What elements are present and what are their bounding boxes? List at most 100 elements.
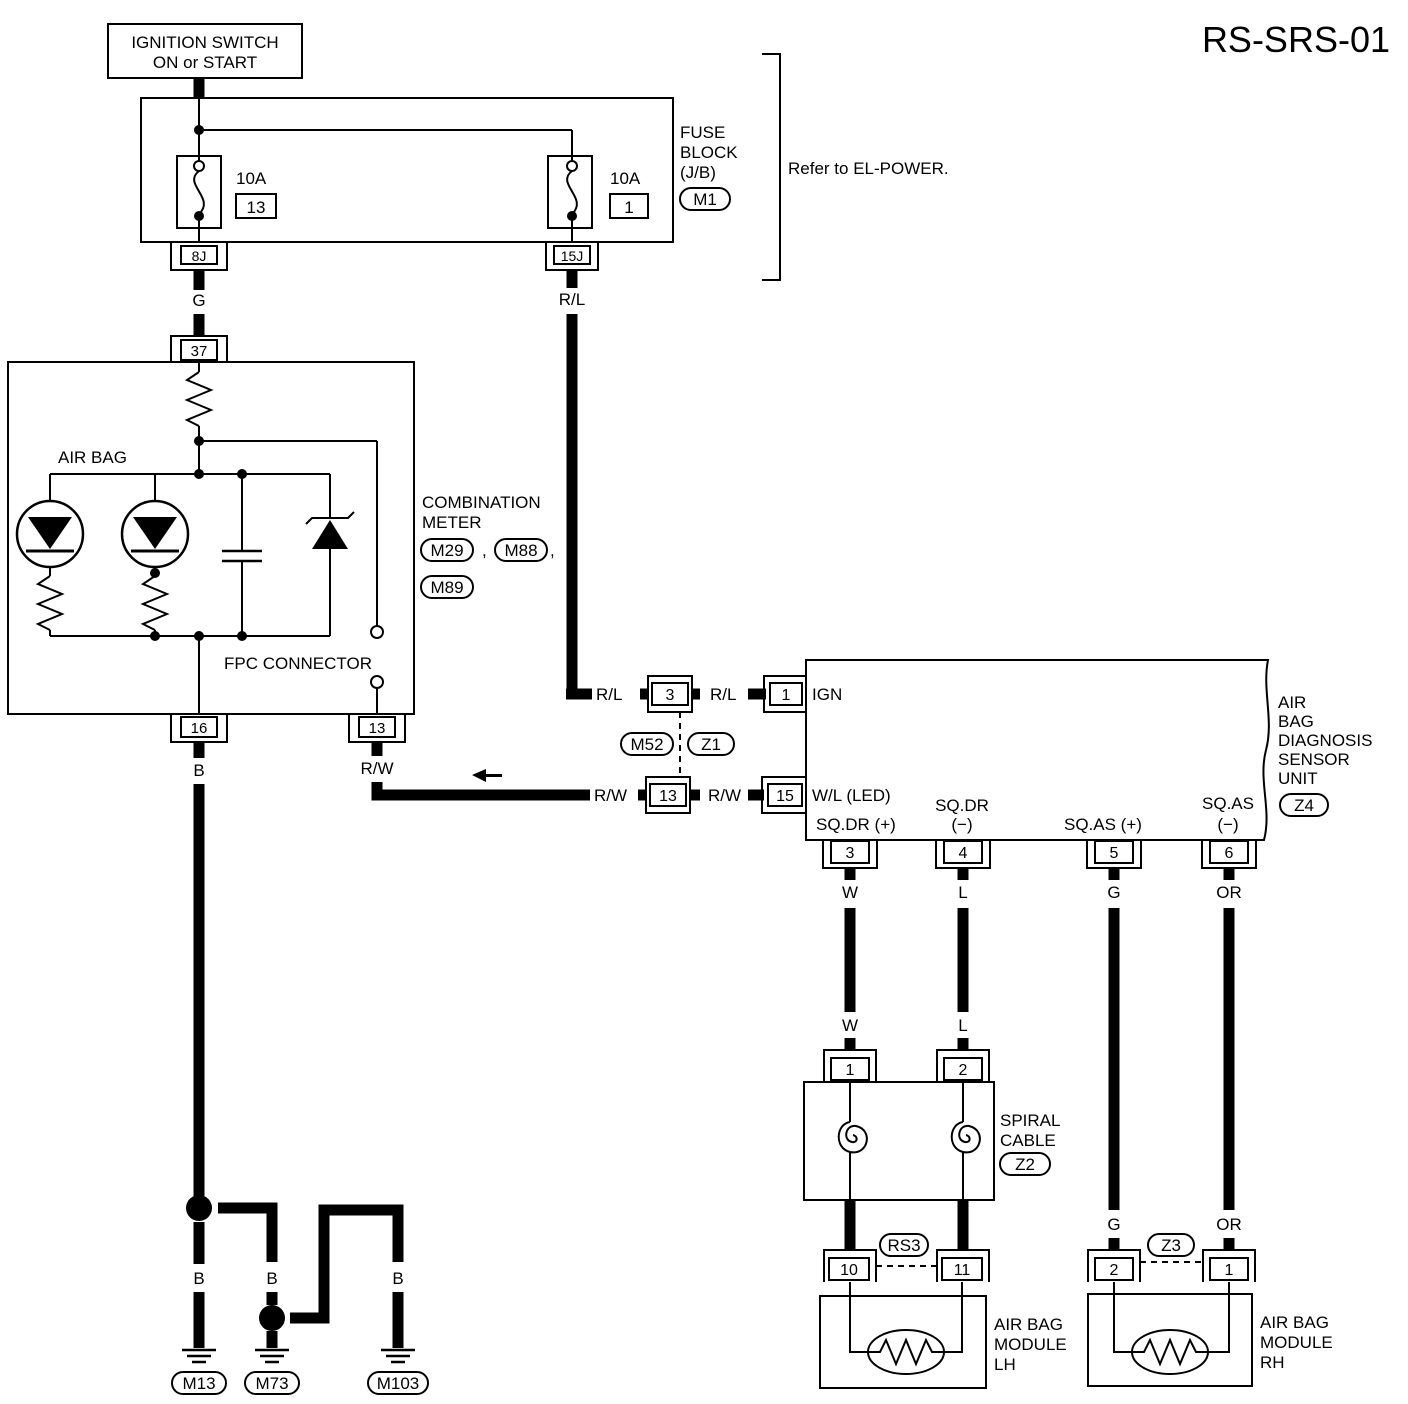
fuse-block-connector-oval bbox=[679, 187, 731, 211]
module-lh-label-1: AIR BAG bbox=[994, 1315, 1063, 1334]
wire-w-top: W bbox=[842, 883, 858, 902]
ground-m103: M103 bbox=[377, 1374, 420, 1393]
connector-z1-oval bbox=[687, 732, 735, 756]
sensor-pin-5: 5 bbox=[1086, 840, 1142, 869]
terminal-sq-as-neg-label-1: SQ.AS bbox=[1202, 794, 1254, 813]
spiral-cable-label-1: SPIRAL bbox=[1000, 1111, 1060, 1130]
sensor-pin-3-number: 3 bbox=[846, 845, 855, 862]
air-bag-module-lh bbox=[819, 1282, 987, 1389]
wire-w-bottom: W bbox=[842, 1016, 858, 1035]
terminal-led-label: W/L (LED) bbox=[812, 786, 891, 805]
fuse-left bbox=[176, 155, 222, 242]
spiral-cable-connector-oval bbox=[999, 1152, 1051, 1176]
spiral-pin-2: 2 bbox=[936, 1049, 990, 1082]
ignition-switch-label-line2: ON or START bbox=[153, 53, 257, 72]
ground-m13-oval bbox=[171, 1371, 227, 1395]
wire-or-bottom: OR bbox=[1216, 1215, 1242, 1234]
sensor-pin-ign-number: 1 bbox=[782, 687, 791, 704]
sensor-pin-led: 15 bbox=[761, 776, 806, 814]
module-rh-label-3: RH bbox=[1260, 1353, 1285, 1372]
wire-rw-meter: R/W bbox=[360, 759, 393, 778]
wire-g-as-bottom: G bbox=[1107, 1215, 1120, 1234]
combination-meter bbox=[7, 361, 415, 715]
sensor-pin-5-number: 5 bbox=[1110, 845, 1119, 862]
wire-l-bottom: L bbox=[958, 1016, 967, 1035]
connector-m89: M89 bbox=[430, 578, 463, 597]
diagram-id: RS-SRS-01 bbox=[1202, 19, 1390, 60]
sensor-unit-label-2: BAG bbox=[1278, 712, 1314, 731]
module-rh-label-2: MODULE bbox=[1260, 1333, 1333, 1352]
direction-arrow-icon bbox=[472, 769, 502, 782]
wire-b-ground-3: B bbox=[318, 1269, 329, 1288]
wire-rl-joint-right: R/L bbox=[710, 685, 736, 704]
module-rh-pin-2: 2 bbox=[1087, 1249, 1141, 1282]
wire-g-top: G bbox=[192, 291, 205, 310]
module-rh-pin-1-number: 1 bbox=[1225, 1262, 1234, 1279]
ground-symbol-m73 bbox=[255, 1348, 289, 1364]
module-lh-pin-11: 11 bbox=[936, 1249, 990, 1282]
terminal-sq-dr-neg-label-1: SQ.DR bbox=[935, 796, 989, 815]
ground-m73-oval bbox=[244, 1371, 300, 1395]
module-lh-pin-11-number: 11 bbox=[954, 1262, 971, 1279]
connector-m29: M29 bbox=[430, 541, 463, 560]
ignition-switch-label-line1: IGNITION SWITCH bbox=[131, 33, 278, 52]
joint-pin-13-label: 13 bbox=[659, 788, 677, 805]
refer-note: Refer to EL-POWER. bbox=[788, 159, 949, 178]
terminal-8j: 8J bbox=[170, 242, 228, 271]
sensor-pin-4: 4 bbox=[935, 840, 991, 869]
fuse-block-connector: M1 bbox=[693, 190, 717, 209]
module-lh-label-3: LH bbox=[994, 1355, 1016, 1374]
ground-m103-oval bbox=[367, 1371, 429, 1395]
connector-m29-oval bbox=[420, 538, 474, 562]
wire-g-as-top: G bbox=[1107, 883, 1120, 902]
fpc-connector-label: FPC CONNECTOR bbox=[224, 654, 372, 673]
sensor-unit-label-3: DIAGNOSIS bbox=[1278, 731, 1372, 750]
spiral-cable bbox=[803, 1081, 995, 1201]
connector-separator: , bbox=[482, 541, 487, 560]
sensor-unit bbox=[805, 659, 1270, 841]
fuse-right-rating: 10A bbox=[610, 169, 641, 188]
fuse-block-label-2: BLOCK bbox=[680, 143, 738, 162]
module-lh-pin-10-number: 10 bbox=[840, 1262, 858, 1279]
ground-m73: M73 bbox=[255, 1374, 288, 1393]
module-lh-label-2: MODULE bbox=[994, 1335, 1067, 1354]
joint-pin-3: 3 bbox=[647, 675, 693, 713]
terminal-13-meter: 13 bbox=[348, 714, 406, 743]
module-rh-connector-oval bbox=[1147, 1233, 1195, 1257]
terminal-sq-as-pos-label: SQ.AS (+) bbox=[1064, 815, 1142, 834]
wire-b-ground-1: B bbox=[193, 1269, 204, 1288]
module-lh-connector: RS3 bbox=[887, 1236, 920, 1255]
sensor-pin-6: 6 bbox=[1201, 840, 1257, 869]
terminal-sq-as-neg-label-2: (−) bbox=[1217, 815, 1238, 834]
fuse-right bbox=[547, 155, 593, 242]
refer-bracket bbox=[762, 53, 781, 281]
terminal-sq-dr-pos-label: SQ.DR (+) bbox=[816, 815, 896, 834]
sensor-pin-3: 3 bbox=[822, 840, 878, 869]
sensor-unit-connector: Z4 bbox=[1294, 796, 1314, 815]
joint-pin-13: 13 bbox=[645, 776, 691, 814]
joint-pin-3-label: 3 bbox=[666, 687, 675, 704]
terminal-16: 16 bbox=[170, 714, 228, 743]
terminal-15j-label: 15J bbox=[561, 248, 584, 264]
module-lh-connector-oval bbox=[879, 1233, 929, 1257]
connector-m52-oval bbox=[620, 732, 674, 756]
module-rh-label-1: AIR BAG bbox=[1260, 1313, 1329, 1332]
ground-splice-2 bbox=[259, 1305, 285, 1331]
terminal-8j-label: 8J bbox=[192, 248, 207, 264]
rw-wire bbox=[371, 782, 590, 801]
sensor-unit-label-1: AIR bbox=[1278, 693, 1306, 712]
connector-m52: M52 bbox=[630, 735, 663, 754]
fuse-left-number: 13 bbox=[247, 198, 266, 217]
spiral-pin-2-number: 2 bbox=[959, 1062, 968, 1079]
module-rh-pin-2-number: 2 bbox=[1110, 1262, 1119, 1279]
wire-l-top: L bbox=[958, 883, 967, 902]
fuse-right-number: 1 bbox=[624, 198, 633, 217]
ground-splice-1 bbox=[186, 1195, 212, 1221]
terminal-16-label: 16 bbox=[191, 720, 208, 737]
fuse-left-rating: 10A bbox=[236, 169, 267, 188]
module-rh-connector: Z3 bbox=[1161, 1236, 1181, 1255]
air-bag-module-rh bbox=[1087, 1282, 1253, 1387]
ground-m13: M13 bbox=[182, 1374, 215, 1393]
terminal-13-meter-label: 13 bbox=[369, 720, 386, 737]
